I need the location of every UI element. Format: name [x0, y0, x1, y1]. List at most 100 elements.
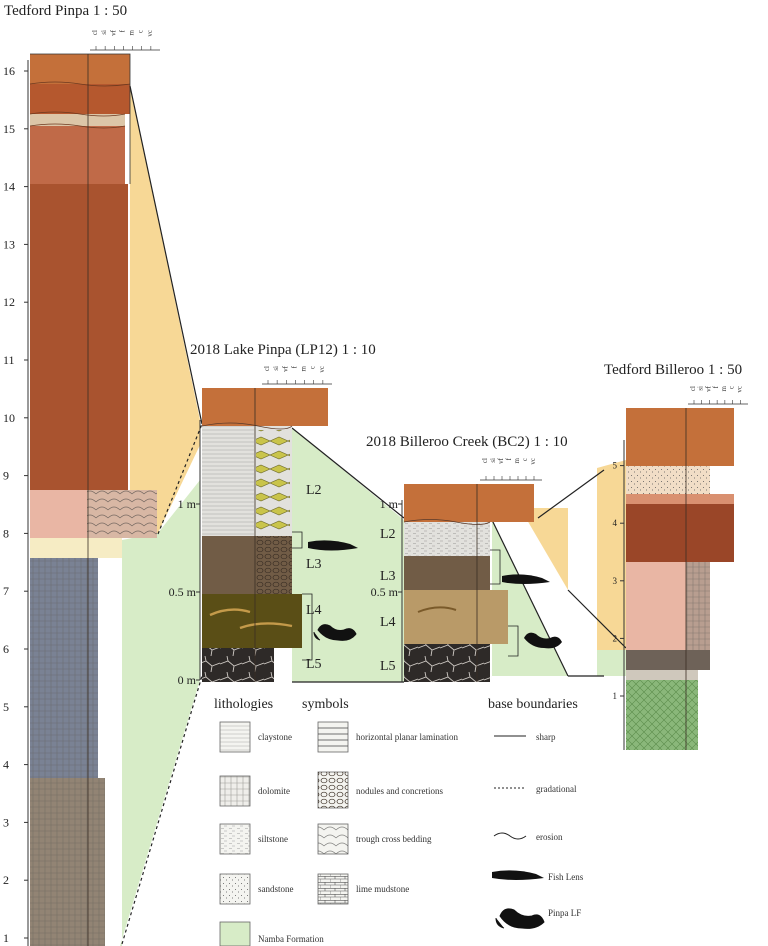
bed-bc2-L5-cracks — [404, 644, 490, 682]
legend-fish-lens-icon — [492, 870, 544, 880]
scale-label-pinpa: 4 — [3, 758, 9, 772]
grain-header-code: vc — [146, 30, 154, 37]
scale-label-pinpa: 7 — [3, 584, 9, 598]
title-tedford-billeroo: Tedford Billeroo 1 : 50 — [604, 362, 742, 378]
grain-header-code: vf — [704, 385, 712, 392]
grain-header-code: si — [272, 366, 280, 371]
unit-label: L3 — [306, 557, 322, 572]
grain-header-code: vf — [497, 457, 505, 464]
grain-header-code: cl — [91, 30, 99, 35]
bed-billeroo-2-pattern — [626, 466, 710, 494]
legend-sharp: sharp — [536, 732, 556, 742]
legend-dolomite: dolomite — [258, 786, 290, 796]
unit-label: L5 — [380, 659, 396, 674]
scale-label-pinpa: 3 — [3, 815, 9, 829]
grain-header-code: f — [118, 29, 126, 32]
grain-header-code: f — [712, 385, 720, 388]
legend-pinpa-lf-icon — [495, 908, 545, 929]
title-lp12: 2018 Lake Pinpa (LP12) 1 : 10 — [190, 342, 376, 358]
bed-pinpa-7 — [30, 538, 122, 558]
swatch-namba — [219, 921, 251, 946]
legend-nodules: nodules and concretions — [356, 786, 443, 796]
scale-label-pinpa: 6 — [3, 642, 9, 656]
scale-bc2: 0.5 m1 m — [371, 497, 402, 599]
unit-label: L4 — [380, 615, 396, 630]
grain-header-code: cl — [689, 386, 697, 391]
bed-billeroo-5 — [626, 562, 686, 650]
legend-gradational: gradational — [536, 784, 577, 794]
grain-header-code: c — [137, 30, 145, 33]
scale-label-bc2: 0.5 m — [371, 585, 399, 599]
fish-lens-icon — [308, 540, 358, 551]
bed-billeroo-top — [626, 408, 734, 466]
bed-bc2-top — [404, 484, 534, 522]
scale-label-pinpa: 14 — [3, 180, 15, 194]
bed-lp12-top — [202, 388, 328, 426]
bed-lp12-L5-cracks — [202, 648, 274, 682]
grain-header-code: c — [309, 366, 317, 369]
scale-label-pinpa: 9 — [3, 469, 9, 483]
bed-lp12-L2-pattern — [202, 426, 254, 536]
scale-label-pinpa: 8 — [3, 526, 9, 540]
bed-lp12-L4 — [202, 594, 302, 648]
legend-namba: Namba Formation — [258, 934, 324, 944]
grain-header-code: m — [513, 457, 521, 463]
bed-lp12-L3-nodules — [256, 536, 292, 594]
bed-bc2-L2-pattern — [404, 522, 490, 556]
legend-symbols-heading: symbols — [302, 697, 349, 712]
grain-header-code: f — [290, 365, 298, 368]
grain-header-code: si — [489, 458, 497, 463]
pinpa-lf-icon-bc2 — [524, 632, 562, 649]
bed-pinpa-5 — [30, 184, 128, 490]
grain-header-code: vf — [109, 29, 117, 36]
bed-pinpa-3 — [30, 114, 125, 126]
scale-label-pinpa: 16 — [3, 64, 15, 78]
grain-header-code: f — [505, 457, 513, 460]
legend-planar-lamination: horizontal planar lamination — [356, 732, 458, 742]
grain-header-code: m — [720, 385, 728, 391]
bed-pinpa-6 — [30, 490, 87, 538]
legend-fish-lens: Fish Lens — [548, 872, 584, 882]
scale-label-lp12: 1 m — [178, 497, 197, 511]
bed-billeroo-6 — [626, 650, 710, 670]
grain-header-code: vf — [281, 365, 289, 372]
boundary-erosion-line — [493, 832, 527, 840]
bed-pinpa-4 — [30, 126, 125, 184]
scale-label-pinpa: 13 — [3, 237, 15, 251]
unit-label: L2 — [306, 483, 322, 498]
swatch-planar-lamination — [317, 721, 349, 753]
yellow-correlation-pinpa — [130, 85, 200, 533]
legend-lithologies-heading: lithologies — [214, 697, 273, 712]
scale-label-pinpa: 12 — [3, 295, 15, 309]
bed-pinpa-9-pattern — [30, 778, 105, 946]
scale-label-lp12: 0.5 m — [169, 585, 197, 599]
unit-label: L4 — [306, 603, 322, 618]
grain-header-code: c — [728, 386, 736, 389]
grain-header-code: cl — [263, 366, 271, 371]
legend-claystone: claystone — [258, 732, 292, 742]
namba-green-lp12 — [292, 428, 404, 682]
legend-trough-cross: trough cross bedding — [356, 834, 432, 844]
bed-billeroo-namba-pattern — [626, 680, 698, 750]
fish-lens-icon-bc2 — [502, 574, 550, 584]
scale-lp12: 0 m 0.5 m 1 m — [169, 497, 200, 687]
bed-pinpa-8-pattern — [30, 558, 98, 778]
bed-bc2-L4 — [404, 590, 508, 644]
grain-header-code: si — [697, 386, 705, 391]
correlation-lines — [121, 85, 627, 945]
grain-header-code: si — [100, 30, 108, 35]
legend-siltstone: siltstone — [258, 834, 288, 844]
scale-label-lp12: 0 m — [178, 673, 197, 687]
namba-green-pinpa — [120, 480, 200, 946]
title-bc2: 2018 Billeroo Creek (BC2) 1 : 10 — [366, 434, 568, 450]
